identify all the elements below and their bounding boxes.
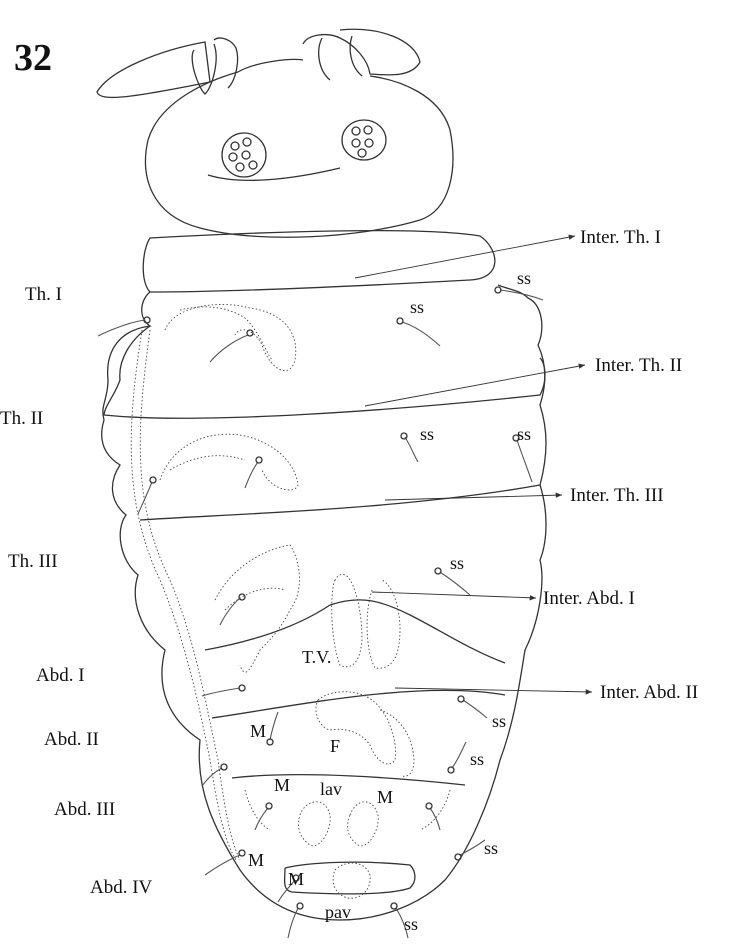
label-f: F (330, 736, 340, 756)
label-m-4: M (248, 850, 264, 870)
label-m-2: M (274, 775, 290, 795)
label-inter-th-ii: Inter. Th. II (595, 355, 682, 376)
label-ss-3: ss (420, 424, 434, 444)
label-ss-1: ss (517, 268, 531, 288)
label-abd-ii: Abd. II (44, 729, 99, 750)
label-inter-th-iii: Inter. Th. III (570, 485, 664, 506)
label-inter-abd-ii: Inter. Abd. II (600, 682, 698, 703)
head (144, 58, 454, 238)
eye-patch-left (221, 132, 267, 178)
label-ss-8: ss (484, 838, 498, 858)
label-inter-th-i: Inter. Th. I (580, 227, 661, 248)
label-lav: lav (320, 779, 342, 799)
label-ss-7: ss (470, 749, 484, 769)
label-th-ii: Th. II (0, 408, 43, 429)
label-ss-6: ss (492, 711, 506, 731)
label-abd-iv: Abd. IV (90, 877, 153, 898)
label-tv: T.V. (302, 647, 331, 667)
label-ss-4: ss (517, 424, 531, 444)
label-inter-abd-i: Inter. Abd. I (543, 588, 635, 609)
label-abd-i: Abd. I (36, 665, 85, 686)
body-outline (101, 284, 547, 921)
label-th-i: Th. I (25, 284, 62, 305)
collar (142, 230, 496, 293)
label-m-5: M (288, 869, 304, 889)
label-m-3: M (377, 787, 393, 807)
setae (97, 286, 544, 939)
label-abd-iii: Abd. III (54, 799, 115, 820)
legs (159, 304, 451, 899)
label-m-1: M (250, 721, 266, 741)
label-th-iii: Th. III (8, 551, 58, 572)
label-ss-2: ss (410, 297, 424, 317)
label-ss-9: ss (404, 914, 418, 934)
figure-number: 32 (14, 37, 52, 79)
eye-patch-right (341, 119, 387, 161)
antennae (96, 28, 421, 99)
label-pav: pav (325, 902, 351, 922)
label-ss-5: ss (450, 553, 464, 573)
pointer-lines (354, 234, 593, 695)
